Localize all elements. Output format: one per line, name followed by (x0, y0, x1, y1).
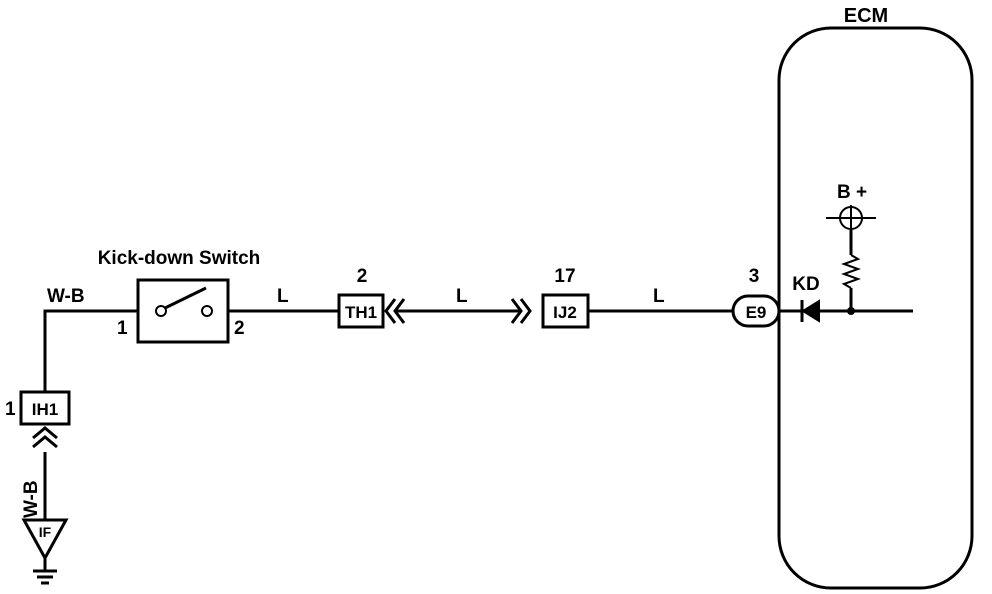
kd-diode (801, 299, 820, 323)
connector-ij2-label: IJ2 (553, 303, 577, 322)
b-plus-label: B + (837, 182, 867, 203)
switch-contact-2 (201, 305, 213, 317)
ij2-chevron-1 (510, 298, 523, 324)
switch-label: Kick-down Switch (98, 248, 261, 269)
ih1-chevron-1 (32, 426, 58, 440)
ij2-chevron-2 (519, 298, 532, 324)
wire-label-l-3: L (653, 286, 665, 307)
connector-ij2 (541, 293, 590, 329)
switch-pin-2: 2 (234, 318, 245, 339)
kick-down-switch (136, 278, 230, 344)
th1-chevron-2 (393, 298, 406, 324)
wire-label-wb-top: W-B (47, 286, 85, 307)
ih1-chevron-2 (32, 435, 58, 449)
ground-point-if (21, 518, 69, 562)
connector-ih1-pin: 1 (5, 399, 16, 420)
ecm-label: ECM (844, 5, 888, 27)
wire-label-wb-vertical: W-B (21, 480, 42, 518)
connector-th1-pin: 2 (357, 266, 368, 287)
connector-e9-pin: 3 (749, 266, 760, 287)
connector-ij2-pin: 17 (554, 266, 575, 287)
connector-e9-label: E9 (746, 303, 767, 322)
connector-th1 (337, 293, 385, 329)
connector-ih1-label: IH1 (32, 400, 58, 419)
switch-pin-1: 1 (117, 318, 128, 339)
switch-lever (164, 286, 207, 310)
wire-label-l-1: L (277, 286, 289, 307)
kd-label: KD (792, 274, 819, 295)
ground-label: IF (39, 524, 52, 540)
wire-label-l-2: L (456, 286, 468, 307)
resistor (841, 254, 861, 289)
wire-switch-ih1 (43, 309, 138, 392)
connector-ih1 (19, 390, 71, 426)
th1-chevron-1 (384, 298, 397, 324)
switch-contact-1 (155, 305, 167, 317)
connector-th1-label: TH1 (345, 303, 377, 322)
